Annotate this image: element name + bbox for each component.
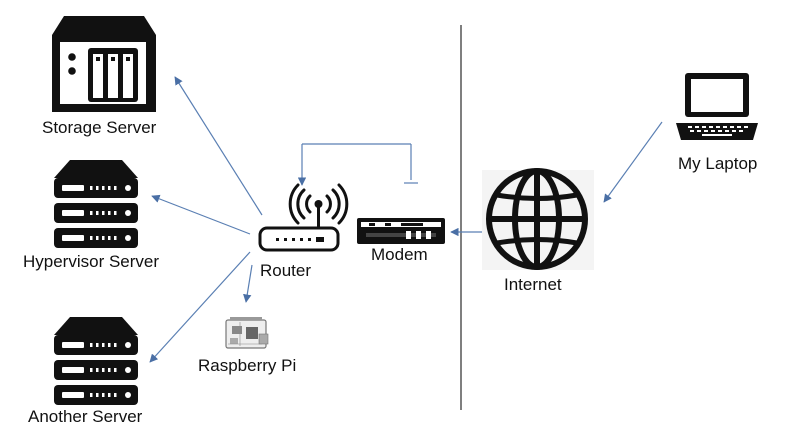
globe-icon (482, 168, 594, 270)
internet-label: Internet (504, 275, 562, 294)
hypervisor-server-label: Hypervisor Server (23, 252, 160, 271)
connector-router-raspberry (243, 264, 253, 303)
storage-server-label: Storage Server (42, 118, 157, 137)
connectors (149, 76, 663, 363)
laptop-label: My Laptop (678, 154, 758, 173)
connector-laptop-internet (603, 121, 663, 203)
raspberry-pi-label: Raspberry Pi (198, 356, 297, 375)
rack-server-icon (54, 160, 138, 248)
connector-router-hypervisor (151, 194, 251, 235)
laptop-icon (676, 73, 758, 140)
router-label: Router (260, 261, 312, 280)
rack-server-icon (54, 317, 138, 405)
connector-router-storage (174, 76, 263, 216)
modem-label: Modem (371, 245, 428, 264)
another-server-label: Another Server (28, 407, 143, 426)
modem-icon (357, 218, 445, 244)
wifi-router-icon (258, 183, 349, 252)
connector-router-another (149, 251, 251, 363)
circuit-board-icon (225, 317, 269, 349)
storage-server-icon (52, 16, 156, 112)
